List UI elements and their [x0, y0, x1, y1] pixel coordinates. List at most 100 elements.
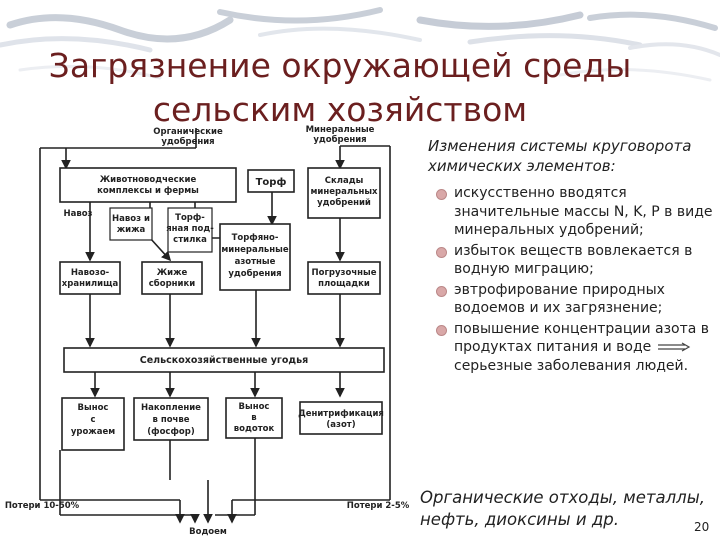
water-removal-line2: в [251, 413, 256, 423]
svg-text:удобрения: удобрения [228, 268, 281, 279]
bullet-dot-icon [436, 285, 447, 297]
svg-text:Торф: Торф [256, 176, 287, 188]
title-line-1: Загрязнение окружающей среды [48, 46, 632, 85]
harvest-removal-line2: с [90, 415, 95, 425]
manure-storage-line2: хранилища [62, 279, 119, 289]
pollution-flow-diagram: Органические удобрения Минеральные удобр… [5, 125, 410, 537]
svg-text:Склады: Склады [325, 176, 364, 186]
svg-text:Потери 2-5%: Потери 2-5% [347, 501, 410, 511]
soil-accumulation-line2: в почве [152, 415, 189, 425]
svg-text:удобрения: удобрения [313, 134, 366, 145]
harvest-removal-line3: урожаем [71, 427, 115, 437]
soil-accumulation-line1: Накопление [141, 403, 201, 413]
losses-right-label: Потери 2-5% [347, 501, 410, 511]
decorative-banner [0, 7, 720, 82]
svg-text:Торф-: Торф- [175, 213, 205, 223]
slurry-tanks-line2: сборники [149, 278, 195, 289]
svg-text:удобрения: удобрения [161, 136, 214, 147]
svg-text:стилка: стилка [173, 235, 207, 245]
svg-text:Навоз: Навоз [63, 209, 92, 219]
svg-text:Водоем: Водоем [189, 527, 227, 537]
side-heading: Изменения системы круговорота химических… [428, 137, 692, 175]
loading-sites-line1: Погрузочные [312, 268, 377, 278]
manure-liquid-line1: Навоз и [112, 214, 150, 224]
svg-text:хранилища: хранилища [62, 279, 119, 289]
warehouses-box-line1: Склады [325, 176, 364, 186]
svg-text:Денитрификация: Денитрификация [298, 409, 384, 419]
bullet-dot-icon [436, 246, 447, 258]
bullet-list: искусственно вводятся значительные массы… [428, 184, 716, 375]
svg-text:азотные: азотные [235, 257, 276, 267]
svg-text:Минеральные: Минеральные [306, 125, 375, 135]
mineral-fertilizer-label-2: удобрения [313, 134, 366, 145]
losses-left-label: Потери 10-50% [5, 501, 80, 511]
svg-text:Вынос: Вынос [239, 402, 270, 412]
warehouses-box-line2: минеральных [310, 187, 378, 197]
bullet-item: искусственно вводятся значительные массы… [436, 184, 716, 240]
svg-text:Жиже: Жиже [157, 268, 188, 278]
svg-text:Вынос: Вынос [78, 403, 109, 413]
organic-fertilizer-label-2: удобрения [161, 136, 214, 147]
svg-text:удобрений: удобрений [317, 197, 371, 208]
peat-bedding-line2: яная под- [166, 224, 214, 234]
footer-note: Органические отходы, металлы, нефть, дио… [420, 488, 705, 529]
slurry-tanks-line1: Жиже [157, 268, 188, 278]
bullet-text: эвтрофирование природных водоемов и их з… [454, 281, 665, 317]
bullet-item: повышение концентрации азота в продуктах… [436, 320, 716, 376]
manure-storage-line1: Навозо- [71, 268, 110, 278]
harvest-removal-line1: Вынос [78, 403, 109, 413]
warehouses-box-line3: удобрений [317, 197, 371, 208]
svg-text:(азот): (азот) [326, 420, 355, 430]
page-number: 20 [694, 520, 710, 534]
peat-mineral-line3: азотные [235, 257, 276, 267]
title-line-2: сельским хозяйством [152, 90, 528, 129]
mineral-fertilizer-label: Минеральные [306, 125, 375, 135]
bullet-text-part1: повышение концентрации азота в продуктах… [454, 320, 710, 356]
svg-text:в: в [251, 413, 256, 423]
bullet-text: искусственно вводятся значительные массы… [454, 185, 713, 238]
double-arrow-icon [658, 342, 691, 352]
page-title: Загрязнение окружающей среды сельским хо… [40, 44, 640, 132]
svg-text:Накопление: Накопление [141, 403, 201, 413]
svg-text:с: с [90, 415, 95, 425]
svg-text:Органические: Органические [153, 127, 223, 137]
manure-liquid-line2: жижа [117, 225, 146, 235]
water-removal-line1: Вынос [239, 402, 270, 412]
bullet-dot-icon [436, 324, 447, 336]
svg-text:Навозо-: Навозо- [71, 268, 110, 278]
peat-mineral-line4: удобрения [228, 268, 281, 279]
bullet-text: избыток веществ вовлекается в водную миг… [454, 242, 693, 278]
side-panel: Изменения системы круговорота химических… [428, 136, 716, 377]
svg-text:комплексы и фермы: комплексы и фермы [97, 186, 199, 196]
svg-text:водоток: водоток [234, 424, 275, 434]
farmland-box: Сельскохозяйственные угодья [140, 355, 308, 366]
soil-accumulation-line3: (фосфор) [147, 427, 195, 437]
bullet-item: избыток веществ вовлекается в водную миг… [436, 242, 716, 279]
denitrification-line2: (азот) [326, 420, 355, 430]
svg-text:Потери 10-50%: Потери 10-50% [5, 501, 80, 511]
organic-fertilizer-label: Органические [153, 127, 223, 137]
denitrification-line1: Денитрификация [298, 409, 384, 419]
svg-text:жижа: жижа [117, 225, 146, 235]
svg-text:сборники: сборники [149, 278, 195, 289]
loading-sites-line2: площадки [318, 279, 370, 289]
water-removal-line3: водоток [234, 424, 275, 434]
livestock-box-line1: Животноводческие [100, 175, 197, 185]
livestock-box-line2: комплексы и фермы [97, 186, 199, 196]
bullet-item: эвтрофирование природных водоемов и их з… [436, 281, 716, 318]
svg-text:яная под-: яная под- [166, 224, 214, 234]
peat-bedding-line1: Торф- [175, 213, 205, 223]
svg-text:урожаем: урожаем [71, 427, 115, 437]
svg-text:площадки: площадки [318, 279, 370, 289]
bullet-text-part2: серьезные заболевания людей. [454, 357, 689, 374]
svg-text:Навоз и: Навоз и [112, 214, 150, 224]
svg-text:минеральных: минеральных [310, 187, 378, 197]
svg-text:Торфяно-: Торфяно- [232, 233, 279, 243]
svg-text:в почве: в почве [152, 415, 189, 425]
svg-text:(фосфор): (фосфор) [147, 427, 195, 437]
svg-text:Животноводческие: Животноводческие [100, 175, 197, 185]
peat-box: Торф [256, 176, 287, 188]
peat-bedding-line3: стилка [173, 235, 207, 245]
peat-mineral-line1: Торфяно- [232, 233, 279, 243]
svg-text:минеральные: минеральные [221, 245, 289, 255]
